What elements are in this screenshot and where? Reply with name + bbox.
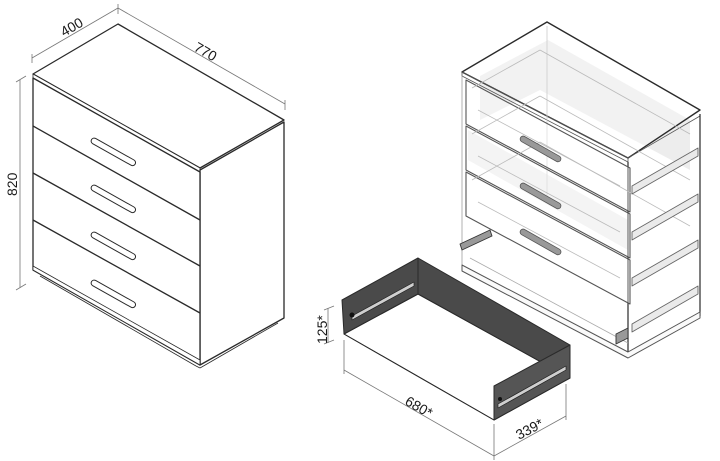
transparent-drawer-handles bbox=[519, 135, 562, 256]
runner-left bbox=[459, 229, 493, 251]
drawer-front-panel bbox=[493, 344, 571, 421]
closed-chest-dimensions bbox=[15, 4, 286, 291]
drawer-box-dimensions bbox=[323, 305, 567, 460]
dim-drawer-length: 680* bbox=[403, 393, 436, 421]
dim-drawer-height: 125* bbox=[314, 315, 330, 344]
dim-height: 820 bbox=[4, 172, 20, 196]
drawer-runners bbox=[631, 147, 699, 333]
dim-depth: 400 bbox=[58, 14, 86, 40]
transparent-chest bbox=[459, 21, 701, 359]
drawer-handles bbox=[90, 137, 137, 309]
runner-bottom bbox=[615, 327, 629, 345]
dim-drawer-width: 339* bbox=[513, 415, 546, 443]
closed-chest bbox=[32, 23, 285, 369]
dim-width: 770 bbox=[192, 39, 220, 65]
drawer-box bbox=[341, 257, 571, 421]
